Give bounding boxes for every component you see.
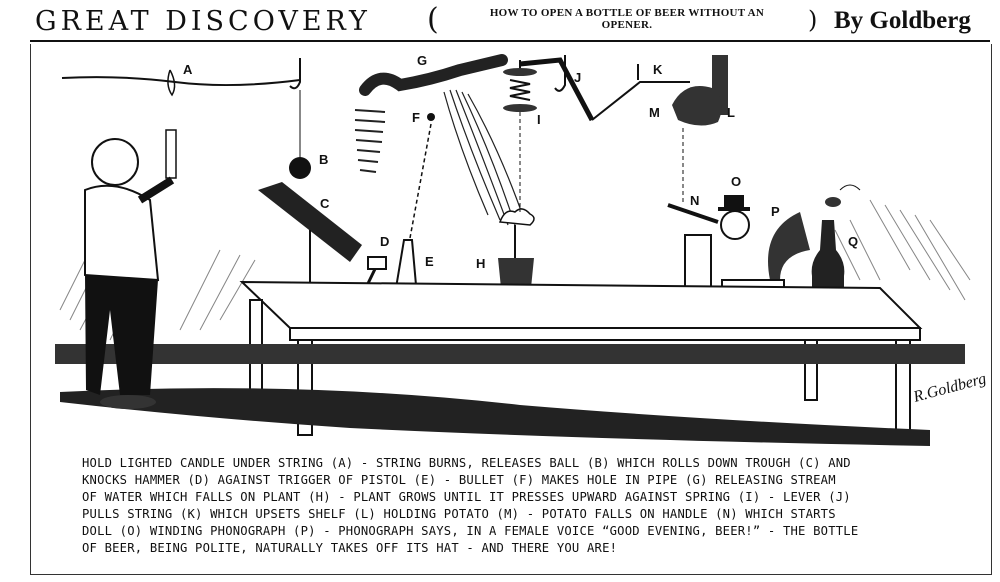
- caption-line-1: Hold lighted candle under string (A) - s…: [82, 456, 851, 470]
- plant-h: [498, 208, 535, 226]
- caption-line-2: knocks hammer (D) against trigger of pis…: [82, 473, 836, 487]
- ball-b: [289, 157, 311, 179]
- subtitle-line-2: OPENER.: [601, 19, 653, 31]
- comic-panel: [30, 44, 992, 575]
- label-j: J: [574, 70, 581, 85]
- comic-title: GREAT DISCOVERY: [35, 6, 371, 37]
- label-i: I: [537, 112, 541, 127]
- comic-header: GREAT DISCOVERY ( HOW TO OPEN A BOTTLE O…: [0, 0, 1000, 48]
- string-a: [61, 76, 301, 87]
- close-paren: ): [808, 6, 818, 34]
- candle-flame: [167, 69, 176, 97]
- label-n: N: [690, 193, 699, 208]
- caption-line-5: doll (O) winding phonograph (P) - phonog…: [82, 524, 859, 538]
- caption-line-4: pulls string (K) which upsets shelf (L) …: [82, 507, 836, 521]
- hammer-d: [367, 256, 387, 270]
- potato-m: [672, 86, 722, 126]
- open-paren: (: [427, 2, 439, 37]
- man-arm: [137, 176, 175, 204]
- label-d: D: [380, 234, 389, 249]
- label-p: P: [771, 204, 780, 219]
- hook: [289, 58, 301, 90]
- caption-line-3: of water which falls on plant (H) - plan…: [82, 490, 851, 504]
- label-h: H: [476, 256, 485, 271]
- man-head: [91, 138, 139, 186]
- label-k: K: [653, 62, 663, 77]
- label-q: Q: [848, 234, 858, 249]
- pipe-g: [359, 54, 508, 96]
- floor-shadow: [60, 388, 930, 446]
- label-l: L: [727, 105, 735, 120]
- candle: [165, 129, 177, 179]
- label-e: E: [425, 254, 434, 269]
- baseboard: [55, 344, 965, 364]
- spring-i: [503, 68, 537, 76]
- label-f: F: [412, 110, 420, 125]
- author-byline: By Goldberg: [834, 7, 971, 34]
- label-g: G: [417, 53, 427, 68]
- phonograph-horn-p: [768, 212, 810, 280]
- bottle-cap: [825, 197, 841, 207]
- header-rule: [30, 40, 990, 42]
- string-k: [591, 81, 690, 121]
- man-trousers: [85, 275, 158, 395]
- water-stream: [443, 89, 526, 226]
- doll-o: [720, 210, 750, 240]
- trough-c: [258, 182, 362, 262]
- label-c: C: [320, 196, 330, 211]
- handle-n: [667, 203, 719, 224]
- bullet-f: [427, 113, 435, 121]
- caption-line-6: of beer, being polite, naturally takes o…: [82, 541, 618, 555]
- lever-j: [519, 57, 595, 122]
- label-o: O: [731, 174, 741, 189]
- water-spray-left: [354, 109, 386, 173]
- subtitle-line-1: HOW TO OPEN A BOTTLE OF BEER WITHOUT AN: [489, 7, 765, 19]
- table-top: [239, 280, 923, 329]
- label-b: B: [319, 152, 328, 167]
- comic-subtitle: HOW TO OPEN A BOTTLE OF BEER WITHOUT AN …: [452, 7, 802, 31]
- label-a: A: [183, 62, 193, 77]
- signature: R.Goldberg: [911, 370, 988, 406]
- label-m: M: [649, 105, 660, 120]
- caption: Hold lighted candle under string (A) - s…: [82, 455, 962, 557]
- man-shirt: [84, 184, 160, 282]
